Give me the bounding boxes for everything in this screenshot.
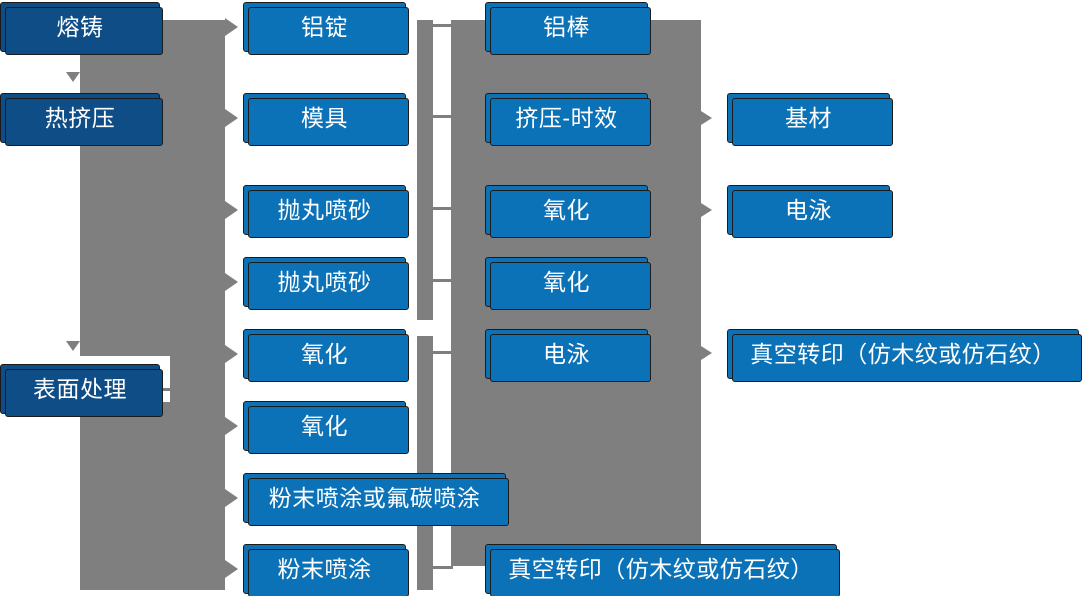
process-b-box-3[interactable]: 氧化 bbox=[485, 185, 651, 238]
arrow-panel-to-out-1 bbox=[701, 111, 712, 125]
connector-stub-3 bbox=[433, 207, 453, 210]
connector-surface-stub bbox=[160, 388, 182, 391]
stage-label-surface: 表面处理 bbox=[33, 375, 127, 402]
process-b-box-2[interactable]: 挤压-时效 bbox=[485, 93, 651, 146]
output-box-2[interactable]: 电泳 bbox=[727, 185, 893, 238]
process-a-label-6: 氧化 bbox=[301, 412, 348, 439]
arrow-panel-to-out-3 bbox=[701, 346, 712, 360]
stage-label-melting: 熔铸 bbox=[56, 13, 104, 40]
process-b-label-3: 氧化 bbox=[543, 196, 590, 223]
process-b-box-5[interactable]: 电泳 bbox=[485, 329, 651, 382]
connector-stub-5 bbox=[433, 351, 453, 354]
arrow-trunk-to-proc-a-5 bbox=[225, 345, 238, 363]
process-b-box-4[interactable]: 氧化 bbox=[485, 257, 651, 310]
arrow-down-extrusion-to-surface bbox=[66, 341, 80, 351]
process-b-label-5: 电泳 bbox=[543, 340, 590, 367]
process-a-box-5[interactable]: 氧化 bbox=[243, 329, 409, 382]
stage-box-melting[interactable]: 熔铸 bbox=[0, 2, 163, 55]
arrow-trunk-to-proc-a-2 bbox=[225, 109, 238, 127]
connector-stub-1 bbox=[433, 24, 453, 27]
process-a-box-1[interactable]: 铝锭 bbox=[243, 2, 409, 55]
arrow-trunk-to-proc-a-7 bbox=[225, 489, 238, 507]
process-a-label-1: 铝锭 bbox=[301, 13, 348, 40]
process-b-box-1[interactable]: 铝棒 bbox=[485, 2, 651, 55]
arrow-trunk-to-proc-a-3 bbox=[225, 201, 238, 219]
output-label-2: 电泳 bbox=[785, 196, 832, 223]
process-a-box-6[interactable]: 氧化 bbox=[243, 401, 409, 454]
process-a-label-7: 粉末喷涂或氟碳喷涂 bbox=[268, 484, 481, 511]
process-a-label-3: 抛丸喷砂 bbox=[277, 196, 372, 223]
process-a-box-2[interactable]: 模具 bbox=[243, 93, 409, 146]
process-a-label-4: 抛丸喷砂 bbox=[277, 268, 372, 295]
process-a-box-7[interactable]: 粉末喷涂或氟碳喷涂 bbox=[243, 473, 509, 526]
arrow-trunk-to-proc-a-6 bbox=[225, 417, 238, 435]
stage-label-extrusion: 热挤压 bbox=[44, 104, 116, 131]
stage-box-surface[interactable]: 表面处理 bbox=[0, 364, 163, 417]
output-label-3: 真空转印（仿木纹或仿石纹） bbox=[750, 340, 1056, 367]
output-box-1[interactable]: 基材 bbox=[727, 93, 893, 146]
process-a-label-2: 模具 bbox=[301, 104, 348, 131]
arrow-trunk-to-proc-a-4 bbox=[225, 273, 238, 291]
process-b-label-2: 挤压-时效 bbox=[515, 104, 618, 131]
connector-stub-2 bbox=[433, 115, 453, 118]
process-a-box-4[interactable]: 抛丸喷砂 bbox=[243, 257, 409, 310]
arrow-down-melting-to-extrusion bbox=[66, 72, 80, 82]
arrow-trunk-to-proc-a-8 bbox=[225, 560, 238, 578]
output-box-3[interactable]: 真空转印（仿木纹或仿石纹） bbox=[727, 329, 1082, 382]
process-b-label-6: 真空转印（仿木纹或仿石纹） bbox=[508, 555, 814, 582]
output-label-1: 基材 bbox=[785, 104, 832, 131]
stage-box-extrusion[interactable]: 热挤压 bbox=[0, 93, 163, 146]
arrow-panel-to-out-2 bbox=[701, 203, 712, 217]
process-a-label-5: 氧化 bbox=[301, 340, 348, 367]
process-b-label-4: 氧化 bbox=[543, 268, 590, 295]
process-b-box-6[interactable]: 真空转印（仿木纹或仿石纹） bbox=[485, 544, 840, 596]
connector-thin-bar-lower bbox=[417, 336, 433, 590]
arrow-trunk-to-proc-a-1 bbox=[225, 18, 238, 36]
process-a-box-8[interactable]: 粉末喷涂 bbox=[243, 544, 409, 596]
connector-stub-4 bbox=[433, 279, 453, 282]
process-a-label-8: 粉末喷涂 bbox=[277, 555, 372, 582]
process-a-box-3[interactable]: 抛丸喷砂 bbox=[243, 185, 409, 238]
process-b-label-1: 铝棒 bbox=[543, 13, 590, 40]
connector-thin-bar-upper bbox=[417, 20, 433, 320]
connector-stub-6 bbox=[433, 566, 453, 569]
